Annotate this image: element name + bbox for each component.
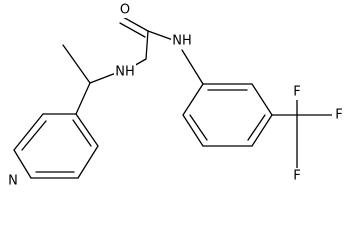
- bond-c-nh-left: [145, 30, 149, 60]
- atom-labels: O NH NH N F F F: [5, 2, 346, 189]
- bond-nh-ch: [89, 72, 117, 84]
- bond-pyr-3: [13, 149, 32, 179]
- bond-carbonyl-1: [122, 16, 149, 32]
- bond-ch-methyl: [62, 44, 91, 84]
- bond-c-nh-right: [147, 30, 174, 41]
- bond-ph-3: [251, 114, 273, 147]
- bond-nh-phenyl: [181, 49, 204, 85]
- oxygen-label: O: [120, 3, 130, 18]
- bond-ch-pyridine: [75, 82, 91, 115]
- fluorine-bottom-label: F: [293, 169, 300, 184]
- pyridine-n-label: N: [8, 174, 18, 189]
- fluorine-right-label: F: [335, 108, 342, 123]
- bond-pyr-inner-3: [72, 119, 92, 147]
- bond-carbonyl-2: [119, 22, 146, 38]
- bond-ph-2: [251, 83, 273, 116]
- nh-right-label: NH: [172, 34, 192, 49]
- bond-pyr-2: [13, 113, 44, 151]
- structure-diagram: O NH NH N F F F: [5, 2, 346, 189]
- fluorine-top-label: F: [293, 85, 300, 100]
- bond-ph-inner-3: [189, 114, 208, 141]
- bond-pyr-6: [75, 113, 99, 147]
- nh-left-label: NH: [115, 65, 135, 80]
- bond-ph-inner-2: [247, 114, 266, 141]
- bond-ph-5: [182, 114, 204, 147]
- bond-pyr-inner-1: [21, 120, 47, 151]
- bond-pyr-5: [77, 145, 99, 179]
- bonds: [13, 16, 333, 179]
- bond-ph-6: [182, 83, 204, 116]
